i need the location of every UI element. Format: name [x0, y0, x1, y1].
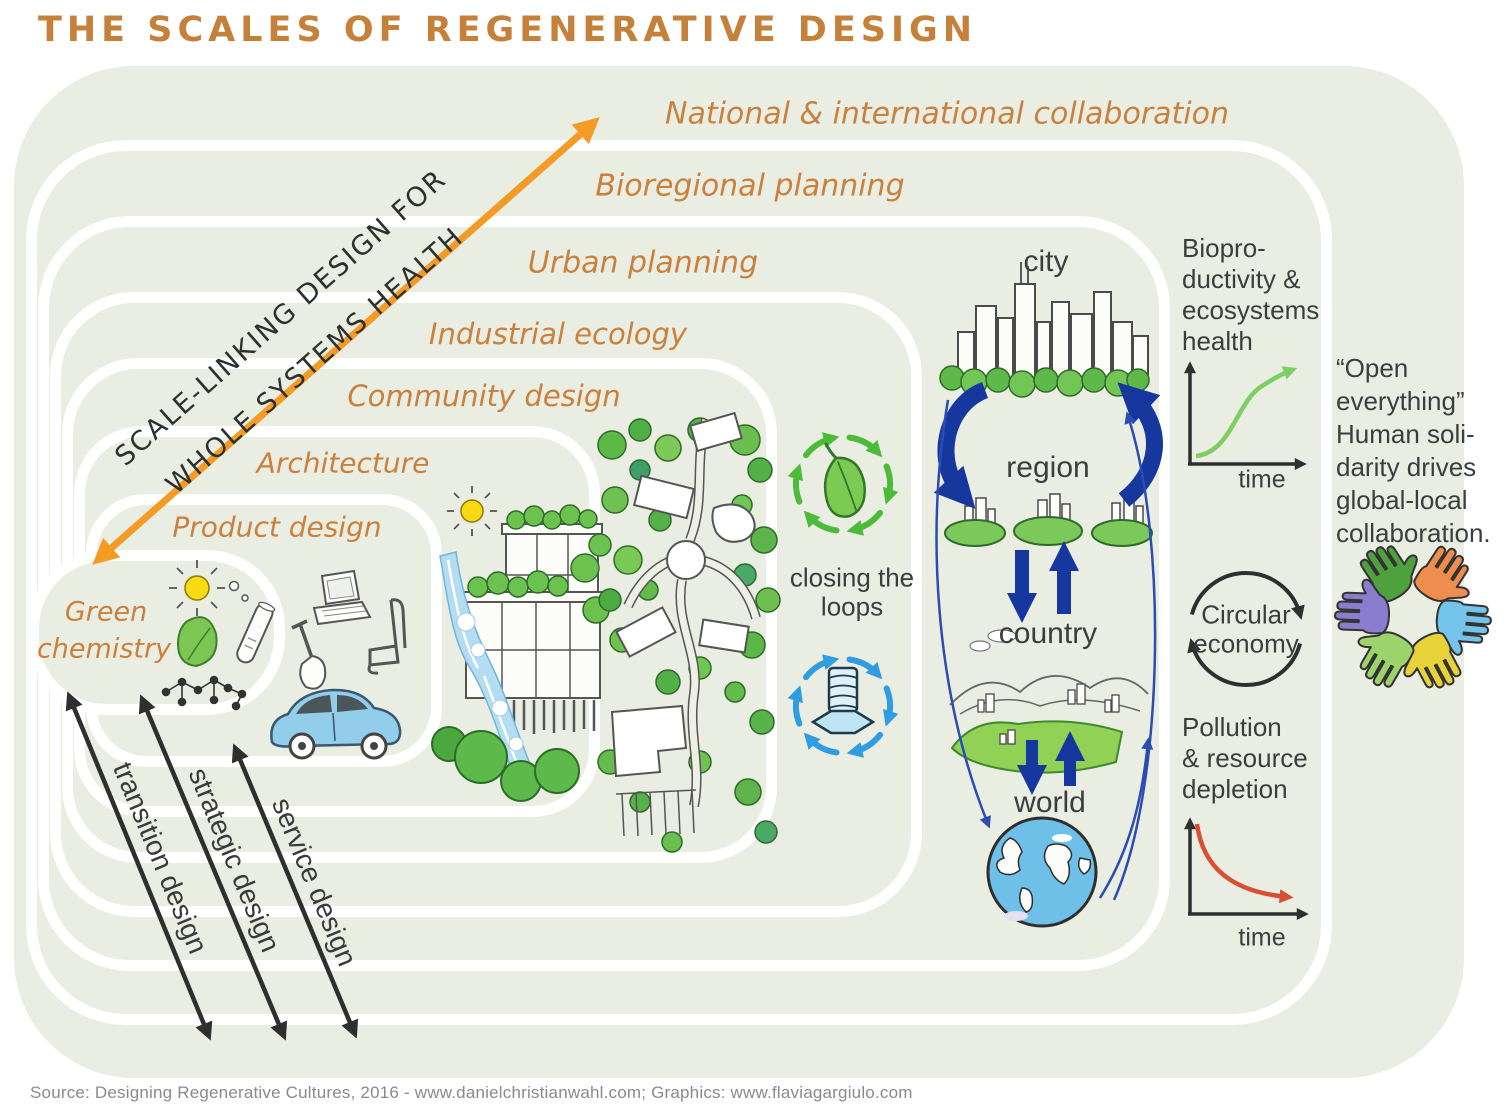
page-title: THE SCALES OF REGENERATIVE DESIGN — [38, 10, 977, 50]
open-everything-line6: collaboration. — [1336, 518, 1491, 548]
ring-green-chemistry — [28, 550, 285, 715]
label-green-chemistry-2: chemistry — [36, 633, 172, 665]
bioproductivity-line1: Biopro- — [1182, 233, 1266, 263]
circular-economy-label-1: Circular — [1201, 599, 1291, 630]
bioproductivity-title: Biopro- ductivity & ecosystems health — [1182, 233, 1319, 357]
label-country: country — [998, 617, 1098, 650]
open-everything-line5: global-local — [1336, 485, 1468, 515]
label-national-international: National & international collaboration — [665, 96, 1229, 132]
open-everything-text: “Open everything” Human soli- darity dri… — [1336, 352, 1491, 550]
label-architecture: Architecture — [256, 446, 430, 480]
pollution-line1: Pollution — [1182, 712, 1282, 742]
pollution-line3: depletion — [1182, 774, 1288, 804]
label-urban: Urban planning — [527, 245, 759, 281]
bioproductivity-line4: health — [1182, 326, 1253, 356]
label-green-chemistry-1: Green — [64, 596, 148, 628]
source-text: Source: Designing Regenerative Cultures,… — [30, 1083, 913, 1102]
label-product: Product design — [172, 510, 382, 544]
open-everything-line1: “Open — [1336, 353, 1409, 383]
label-region: region — [1006, 451, 1090, 484]
circular-economy-label-2: economy — [1193, 628, 1299, 659]
pollution-title: Pollution & resource depletion — [1182, 712, 1308, 805]
loops-caption-1: closing the — [789, 562, 915, 593]
source-bar: Source: Designing Regenerative Cultures,… — [0, 1078, 1508, 1108]
label-industrial: Industrial ecology — [428, 317, 688, 351]
pollution-line2: & resource — [1182, 743, 1308, 773]
bioproductivity-line3: ecosystems — [1182, 295, 1320, 325]
label-bioregional: Bioregional planning — [595, 168, 905, 204]
loops-caption-2: loops — [820, 591, 884, 622]
pollution-time-axis-label: time — [1238, 923, 1286, 952]
open-everything-line3: Human soli- — [1336, 419, 1475, 449]
bioproductivity-time-axis-label: time — [1238, 465, 1286, 494]
open-everything-line4: darity drives — [1336, 452, 1477, 482]
bioproductivity-line2: ductivity & — [1182, 264, 1301, 294]
open-everything-line2: everything” — [1336, 386, 1465, 416]
label-city: city — [1023, 245, 1069, 278]
label-world: world — [1014, 786, 1086, 819]
label-community: Community design — [347, 379, 621, 413]
